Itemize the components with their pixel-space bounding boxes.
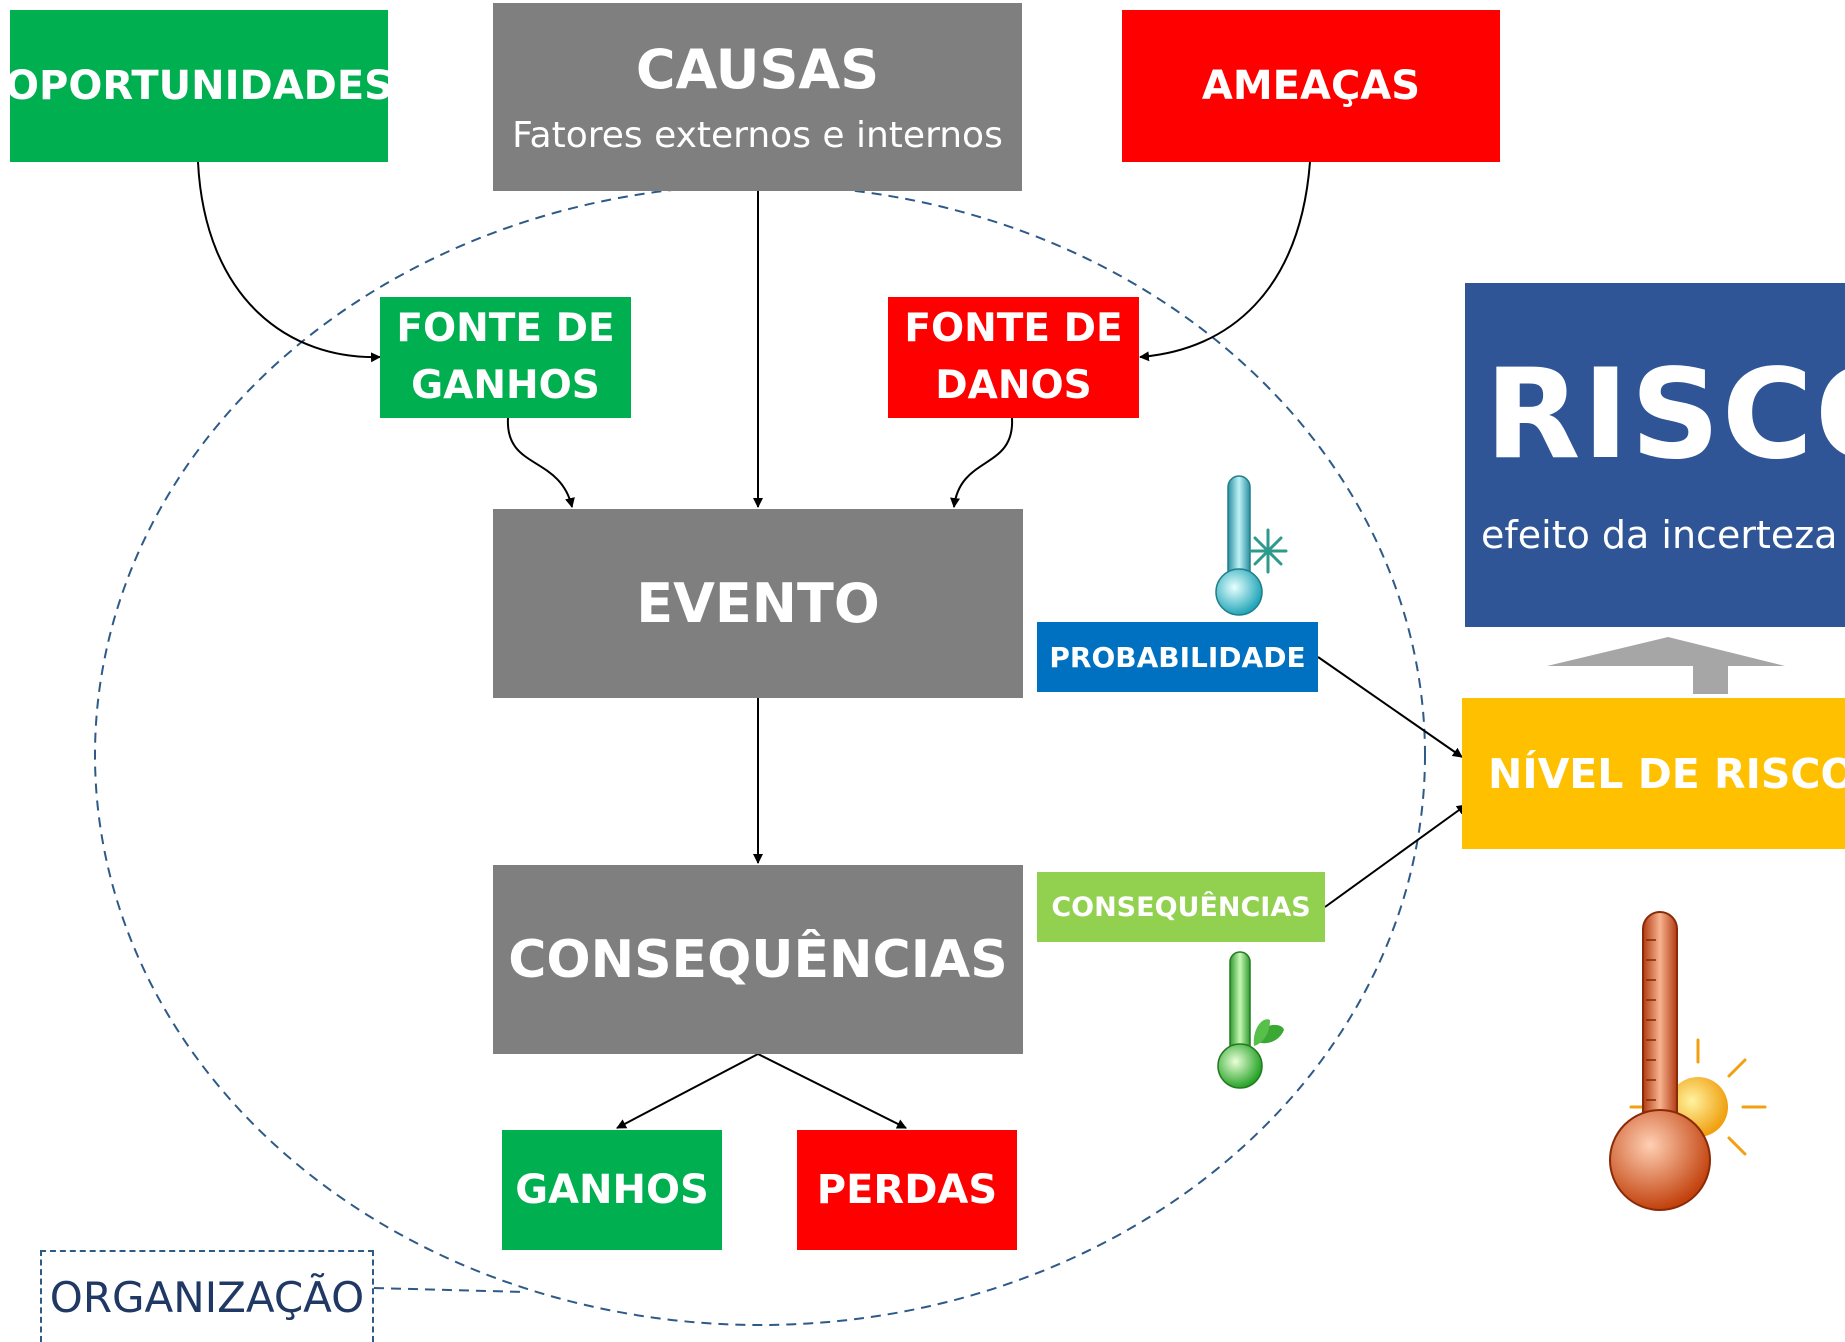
ganhos-box: GANHOS (502, 1130, 722, 1250)
causas-box: CAUSAS Fatores externos e internos (493, 3, 1022, 191)
nivel-risco-label: NÍVEL DE RISCO (1488, 749, 1845, 798)
risco-box: RISCO efeito da incerteza (1465, 283, 1845, 627)
arrow-fonte-ganhos-to-evento (506, 417, 575, 508)
organization-leader-line (373, 1287, 526, 1293)
arrow-consequencias-to-perdas (757, 1053, 907, 1129)
arrow-fonte-danos-to-evento (950, 417, 1014, 508)
evento-label: EVENTO (636, 572, 880, 635)
nivel-risco-box: NÍVEL DE RISCO (1462, 698, 1845, 849)
fonte-ganhos-label: FONTE DE GANHOS (396, 305, 615, 408)
organization-boundary (94, 184, 1426, 1326)
ameacas-box: AMEAÇAS (1122, 10, 1500, 162)
ameacas-label: AMEAÇAS (1201, 63, 1421, 109)
causas-title: CAUSAS (635, 38, 880, 101)
evento-box: EVENTO (493, 509, 1023, 698)
consequencias-tag-label: CONSEQUÊNCIAS (1051, 891, 1311, 923)
arrow-consequencias-tag-to-nivel (1324, 804, 1467, 908)
consequencias-tag: CONSEQUÊNCIAS (1037, 872, 1325, 942)
arrow-oportunidades-to-fonte-ganhos (197, 161, 381, 363)
thermometer-snowflake-icon (1215, 475, 1288, 616)
arrow-ameacas-to-fonte-danos (1139, 161, 1311, 362)
perdas-box: PERDAS (797, 1130, 1017, 1250)
ganhos-label: GANHOS (515, 1167, 709, 1213)
organizacao-label: ORGANIZAÇÃO (49, 1272, 365, 1322)
arrow-probabilidade-to-nivel (1317, 656, 1463, 758)
thermometer-sun-icon (1609, 911, 1767, 1211)
fonte-ganhos-box: FONTE DE GANHOS (380, 297, 631, 418)
thermometer-leaf-icon (1217, 951, 1284, 1089)
fonte-danos-box: FONTE DE DANOS (888, 297, 1139, 418)
risco-subtitle: efeito da incerteza (1481, 513, 1838, 557)
organizacao-label-box: ORGANIZAÇÃO (40, 1250, 374, 1342)
fonte-danos-label: FONTE DE DANOS (904, 305, 1123, 408)
arrow-consequencias-to-ganhos (616, 1053, 759, 1129)
probabilidade-tag: PROBABILIDADE (1037, 622, 1318, 692)
perdas-label: PERDAS (816, 1167, 998, 1213)
oportunidades-label: OPORTUNIDADES (5, 63, 393, 109)
consequencias-box: CONSEQUÊNCIAS (493, 865, 1023, 1054)
probabilidade-label: PROBABILIDADE (1049, 640, 1306, 674)
oportunidades-box: OPORTUNIDADES (5, 10, 393, 162)
up-arrow-shape (1547, 637, 1785, 694)
causas-subtitle: Fatores externos e internos (512, 115, 1003, 156)
risco-title: RISCO (1485, 343, 1845, 487)
consequencias-label: CONSEQUÊNCIAS (508, 929, 1008, 990)
